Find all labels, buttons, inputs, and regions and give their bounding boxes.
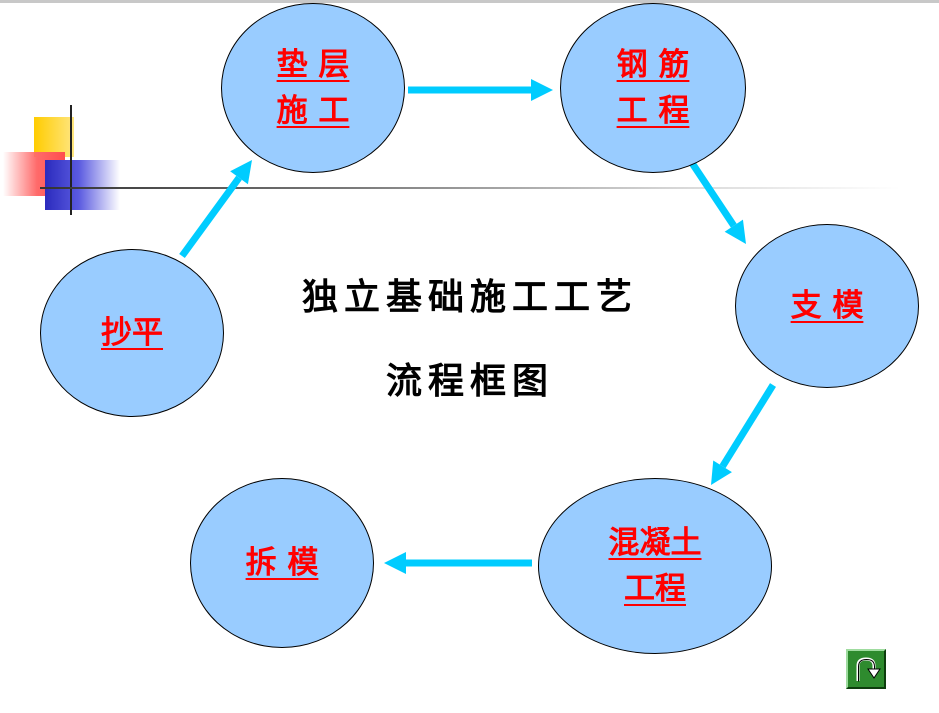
deco-yellow-square: [34, 117, 74, 157]
return-arrow-icon: [856, 657, 881, 682]
flow-arrow-diancen-to-gangjin: [408, 79, 553, 101]
step-node-hunningtu: 混凝土 工程: [538, 478, 772, 654]
step-label-chaimo: 拆 模: [245, 545, 319, 581]
step-label-diancen-1: 垫 层: [276, 47, 350, 83]
diagram-title-line2: 流程框图: [385, 360, 554, 402]
step-label-hunningtu-2: 工程: [624, 571, 686, 607]
step-label-hunningtu-1: 混凝土: [608, 525, 702, 561]
diagram-title-line1: 独立基础施工工艺: [301, 276, 638, 318]
step-label-gangjin-2: 工 程: [616, 93, 690, 129]
step-node-zhimo: 支 模: [735, 224, 919, 388]
step-node-chaoping: 抄平: [40, 249, 224, 417]
step-label-zhimo: 支 模: [790, 288, 864, 324]
top-divider: [0, 0, 939, 3]
deco-horizontal-line: [40, 187, 900, 189]
return-button[interactable]: [846, 649, 886, 689]
step-label-gangjin-1: 钢 筋: [616, 47, 690, 83]
flow-arrow-chaoping-to-diancen: [179, 160, 252, 259]
step-node-gangjin: 钢 筋 工 程: [560, 3, 746, 173]
flow-arrow-zhimo-to-hunningtu: [711, 383, 776, 485]
deco-vertical-line: [70, 105, 72, 215]
step-label-diancen-2: 施 工: [276, 93, 350, 129]
step-label-chaoping: 抄平: [101, 315, 163, 351]
deco-blue-square: [45, 160, 120, 210]
flow-arrow-hunningtu-to-chaimo: [384, 552, 532, 574]
flow-arrow-gangjin-to-zhimo: [689, 161, 746, 244]
step-node-chaimo: 拆 模: [190, 478, 374, 648]
step-node-diancen: 垫 层 施 工: [221, 3, 405, 173]
